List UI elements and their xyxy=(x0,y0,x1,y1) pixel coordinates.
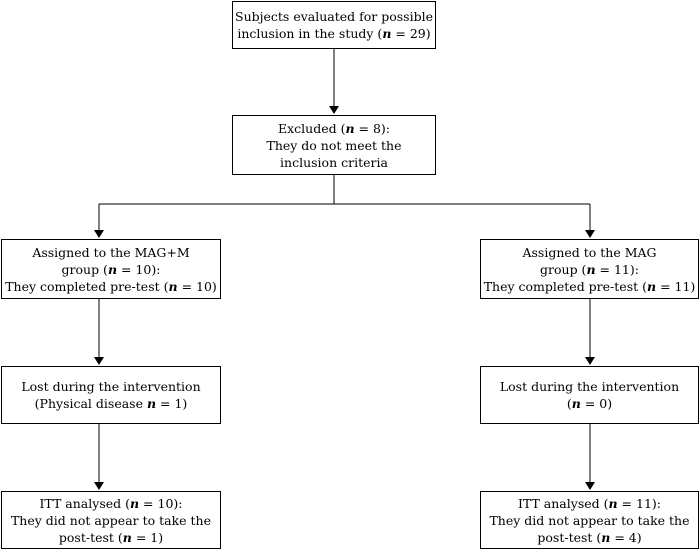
text-fragment: = 10): xyxy=(139,495,183,511)
text-fragment: = 11): xyxy=(617,495,661,511)
box-text-line: group (n = 11): xyxy=(540,261,639,278)
n-variable: n xyxy=(586,261,596,277)
text-fragment: They do not meet the xyxy=(266,137,402,153)
n-variable: n xyxy=(129,495,140,511)
n-variable: n xyxy=(601,529,611,545)
box-itt-mag: ITT analysed (n = 11):They did not appea… xyxy=(480,491,699,549)
box-text-line: inclusion criteria xyxy=(280,154,388,171)
text-fragment: Excluded ( xyxy=(277,120,346,136)
n-variable: n xyxy=(647,278,657,294)
text-fragment: = 10): xyxy=(117,261,161,277)
box-text-line: Subjects evaluated for possible xyxy=(235,8,433,25)
box-text-line: ITT analysed (n = 10): xyxy=(39,495,182,512)
box-text-line: They did not appear to take the xyxy=(489,512,689,529)
n-variable: n xyxy=(345,120,355,136)
text-fragment: group ( xyxy=(61,261,108,277)
text-fragment: ( xyxy=(566,396,572,411)
n-variable: n xyxy=(122,529,132,545)
text-fragment: (Physical disease xyxy=(34,396,147,411)
box-text-line: group (n = 10): xyxy=(62,261,161,278)
n-variable: n xyxy=(608,495,618,511)
box-text-line: They completed pre-test (n = 10) xyxy=(5,278,217,295)
box-text-line: Excluded (n = 8): xyxy=(278,120,390,137)
text-fragment: = 11): xyxy=(595,261,639,277)
n-variable: n xyxy=(168,278,178,294)
n-variable: n xyxy=(382,26,392,41)
box-text-line: post-test (n = 4) xyxy=(537,529,641,546)
n-variable: n xyxy=(107,261,118,277)
n-variable: n xyxy=(146,396,157,411)
text-fragment: inclusion criteria xyxy=(280,154,388,170)
text-fragment: Lost during the intervention xyxy=(21,379,201,394)
box-text-line: Assigned to the MAG+M xyxy=(32,244,189,261)
text-fragment: ITT analysed ( xyxy=(39,495,130,511)
box-text-line: Assigned to the MAG xyxy=(522,244,656,261)
text-fragment: Assigned to the MAG xyxy=(522,244,657,260)
box-text-line: inclusion in the study (n = 29) xyxy=(237,25,430,42)
text-fragment: = 4) xyxy=(610,529,642,545)
text-fragment: They did not appear to take the xyxy=(489,512,690,528)
text-fragment: = 0) xyxy=(580,396,613,411)
box-text-line: (n = 0) xyxy=(567,395,612,412)
box-lost-mag-m: Lost during the intervention(Physical di… xyxy=(1,366,221,424)
n-variable: n xyxy=(571,396,581,411)
box-text-line: post-test (n = 1) xyxy=(59,529,163,546)
box-text-line: They did not appear to take the xyxy=(11,512,211,529)
box-itt-mag-m: ITT analysed (n = 10):They did not appea… xyxy=(1,491,221,549)
text-fragment: Subjects evaluated for possible xyxy=(235,9,433,24)
box-text-line: Lost during the intervention xyxy=(500,378,679,395)
text-fragment: inclusion in the study ( xyxy=(237,26,383,41)
box-text-line: They completed pre-test (n = 11) xyxy=(484,278,696,295)
box-text-line: Lost during the intervention xyxy=(21,378,200,395)
text-fragment: = 8): xyxy=(354,120,391,136)
text-fragment: They did not appear to take the xyxy=(10,512,212,528)
box-text-line: They do not meet the xyxy=(266,137,401,154)
box-lost-mag: Lost during the intervention(n = 0) xyxy=(480,366,699,424)
text-fragment: group ( xyxy=(540,261,587,277)
text-fragment: = 10) xyxy=(177,278,217,294)
text-fragment: They completed pre-test ( xyxy=(483,278,647,294)
text-fragment: ITT analysed ( xyxy=(517,495,609,511)
text-fragment: Assigned to the MAG+M xyxy=(32,244,190,260)
text-fragment: = 11) xyxy=(656,278,696,294)
text-fragment: = 1) xyxy=(156,396,188,411)
text-fragment: Lost during the intervention xyxy=(499,379,680,394)
text-fragment: post-test ( xyxy=(537,529,602,545)
text-fragment: = 1) xyxy=(131,529,164,545)
text-fragment: They completed pre-test ( xyxy=(5,278,169,294)
box-text-line: (Physical disease n = 1) xyxy=(35,395,188,412)
text-fragment: = 29) xyxy=(391,26,431,41)
text-fragment: post-test ( xyxy=(58,529,123,545)
box-text-line: ITT analysed (n = 11): xyxy=(518,495,661,512)
